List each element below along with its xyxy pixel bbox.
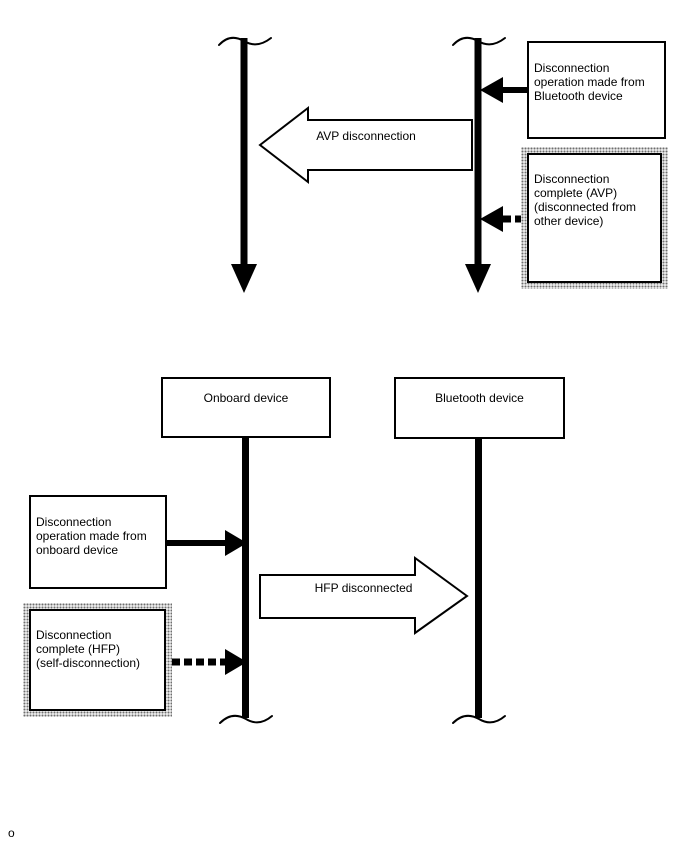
bottom-left-lifeline xyxy=(219,438,273,724)
bottom-operation-box: Disconnection operation made from onboar… xyxy=(29,495,167,589)
top-complete-box: Disconnection complete (AVP) (disconnect… xyxy=(521,147,668,289)
bottom-operation-box-text: Disconnection operation made from onboar… xyxy=(36,515,147,557)
arrow-right-icon xyxy=(225,649,247,675)
hfp-disconnected-label: HFP disconnected xyxy=(314,581,413,595)
bottom-complete-box-inner: Disconnection complete (HFP) (self-disco… xyxy=(29,609,166,711)
top-operation-box: Disconnection operation made from Blueto… xyxy=(527,41,666,139)
bluetooth-device-header: Bluetooth device xyxy=(394,377,565,439)
hfp-disconnected-block-arrow xyxy=(259,556,469,635)
bottom-right-lifeline xyxy=(452,439,506,724)
lifeline-bar xyxy=(474,38,482,265)
top-operation-message-arrow xyxy=(480,77,527,103)
arrow-right-icon xyxy=(225,530,247,556)
lifeline-bar xyxy=(242,438,249,718)
lifeline-break-icon xyxy=(219,714,273,724)
bottom-complete-box: Disconnection complete (HFP) (self-disco… xyxy=(23,603,172,717)
lifeline-break-icon xyxy=(452,714,506,724)
bottom-operation-message-arrow xyxy=(167,530,247,556)
arrow-left-icon xyxy=(480,77,503,103)
avp-disconnection-block-arrow xyxy=(258,105,473,185)
bottom-complete-message-arrow xyxy=(172,649,247,675)
arrow-left-icon xyxy=(480,206,503,232)
lifeline-bar xyxy=(240,38,248,265)
page-footer-mark: o xyxy=(8,826,15,840)
onboard-device-header: Onboard device xyxy=(161,377,331,438)
lifeline-bar xyxy=(475,439,482,718)
arrow-down-icon xyxy=(231,264,257,293)
bottom-complete-box-text: Disconnection complete (HFP) (self-disco… xyxy=(36,628,141,670)
arrow-shaft xyxy=(167,540,227,546)
top-operation-box-text: Disconnection operation made from Blueto… xyxy=(534,61,645,103)
top-complete-box-text: Disconnection complete (AVP) (disconnect… xyxy=(534,172,637,228)
arrow-down-icon xyxy=(465,264,491,293)
avp-disconnection-label: AVP disconnection xyxy=(316,129,416,143)
top-complete-box-inner: Disconnection complete (AVP) (disconnect… xyxy=(527,153,662,283)
top-right-lifeline xyxy=(452,36,506,293)
top-left-lifeline xyxy=(218,36,272,293)
top-complete-message-arrow xyxy=(480,206,522,232)
arrow-shaft xyxy=(500,87,527,93)
